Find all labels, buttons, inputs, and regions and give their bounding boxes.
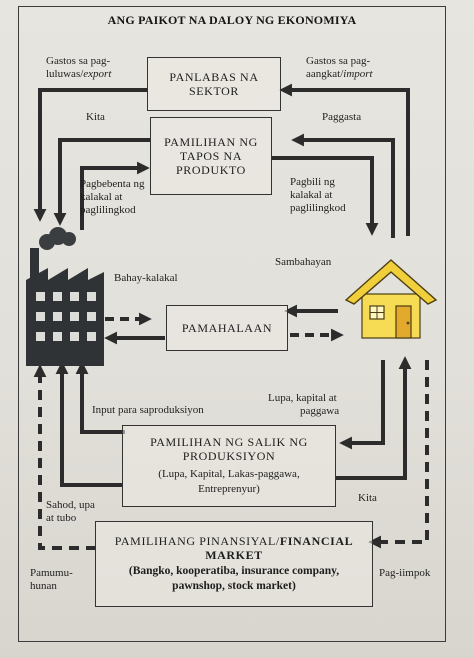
label-gastos-export-line-2: luluwas/export	[46, 68, 111, 81]
label-pamumuhunan: Pamumu- hunan	[30, 567, 73, 593]
label-input: Input para saproduksiyon	[92, 404, 204, 416]
diagram-title: ANG PAIKOT NA DALOY NG EKONOMIYA	[107, 13, 357, 27]
label-import-italic: import	[343, 68, 373, 80]
label-pagbili-line-3: paglilingkod	[290, 202, 346, 214]
arrow-paggasta	[291, 133, 395, 238]
arrow-gastos-export	[33, 88, 147, 222]
label-sahod: Sahod, upa at tubo	[46, 499, 95, 525]
salik-list-line-1: (Lupa, Kapital, Lakas-paggawa,	[158, 468, 300, 480]
page-frame	[18, 6, 446, 642]
panlabas-na-sektor-box: PANLABAS NA SEKTOR	[147, 57, 281, 111]
label-pagbili-line-2: kalakal at	[290, 189, 333, 201]
label-paggasta: Paggasta	[322, 111, 362, 123]
pinansiyal-list-line-1: (Bangko, kooperatiba, insurance company,	[128, 565, 340, 577]
label-pamumuhunan-line-1: Pamumu-	[30, 567, 73, 579]
pinansiyal-list-line-2: pawnshop, stock market)	[172, 580, 296, 592]
label-lupa-kapital-line-2: paggawa	[300, 405, 340, 417]
label-pagbebenta-line-3: paglilingkod	[80, 204, 136, 216]
label-pamumuhunan-line-2: hunan	[30, 580, 57, 592]
arrow-kita-bottom	[335, 356, 412, 480]
factory-icon	[26, 227, 104, 366]
label-gastos-import-line-1: Gastos sa pag-	[306, 55, 371, 67]
label-sahod-line-1: Sahod, upa	[46, 499, 95, 511]
label-bahay-kalakal: Bahay-kalakal	[114, 272, 178, 284]
pinansiyal-title-plain: PAMILIHANG PINANSIYAL/	[114, 534, 280, 548]
arrow-input	[75, 361, 125, 434]
salik-list-line-2: Entreprenyur)	[198, 483, 260, 495]
label-pag-iimpok: Pag-iimpok	[379, 567, 431, 579]
label-pagbebenta-line-1: Pagbebenta ng	[80, 178, 145, 190]
label-gastos-import-line-2: aangkat/import	[306, 68, 373, 81]
pamahalaan-box: PAMAHALAAN	[166, 305, 288, 351]
label-pagbili: Pagbili ng kalakal at paglilingkod	[290, 176, 346, 215]
arrow-pagbili	[272, 156, 379, 236]
label-export-italic: export	[83, 68, 112, 80]
label-gastos-export-line-1: Gastos sa pag-	[46, 55, 111, 67]
panlabas-na-sektor-label: PANLABAS NA SEKTOR	[169, 70, 259, 98]
label-sambahayan: Sambahayan	[275, 256, 332, 268]
arrow-pagbebenta	[80, 161, 150, 230]
label-pagbili-line-1: Pagbili ng	[290, 176, 335, 188]
label-gastos-export-word: luluwas/	[46, 68, 84, 80]
arrow-pamumuhunan	[33, 364, 96, 550]
pamilihan-ng-salik-box: PAMILIHAN NG SALIK NG PRODUKSIYON (Lupa,…	[122, 425, 336, 507]
label-gastos-import-word: aangkat/	[306, 68, 344, 80]
arrow-sahod	[55, 361, 122, 487]
arrow-kita-top	[53, 138, 150, 226]
label-gastos-export: Gastos sa pag- luluwas/export	[46, 55, 111, 81]
pamilihan-ng-produkto-box: PAMILIHAN NG TAPOS NA PRODUKTO	[150, 117, 272, 195]
arrow-pag-iimpok	[368, 360, 429, 549]
pamilihang-pinansiyal-box: PAMILIHANG PINANSIYAL/FINANCIAL MARKET (…	[95, 521, 373, 607]
label-gastos-import: Gastos sa pag- aangkat/import	[306, 55, 373, 81]
arrow-gastos-import	[279, 83, 410, 236]
label-pagbebenta-line-2: kalakal at	[80, 191, 123, 203]
pamilihan-ng-produkto-label: PAMILIHAN NG TAPOS NA PRODUKTO	[164, 135, 258, 177]
arrow-lupa-kapital	[339, 360, 385, 450]
pinansiyal-title-bold: FINANCIAL MARKET	[205, 534, 354, 562]
label-sahod-line-2: at tubo	[46, 512, 77, 524]
label-lupa-kapital-line-1: Lupa, kapital at	[268, 392, 337, 404]
house-icon	[344, 259, 438, 339]
label-lupa-kapital: Lupa, kapital at paggawa	[268, 392, 339, 418]
label-kita-bottom: Kita	[358, 492, 377, 504]
pamilihan-ng-salik-label: PAMILIHAN NG SALIK NG PRODUKSIYON	[150, 435, 308, 463]
label-pagbebenta: Pagbebenta ng kalakal at paglilingkod	[80, 178, 144, 217]
pamahalaan-label: PAMAHALAAN	[181, 321, 273, 335]
pinansiyal-title: PAMILIHANG PINANSIYAL/FINANCIAL MARKET	[100, 534, 368, 562]
label-kita-top: Kita	[86, 111, 105, 123]
